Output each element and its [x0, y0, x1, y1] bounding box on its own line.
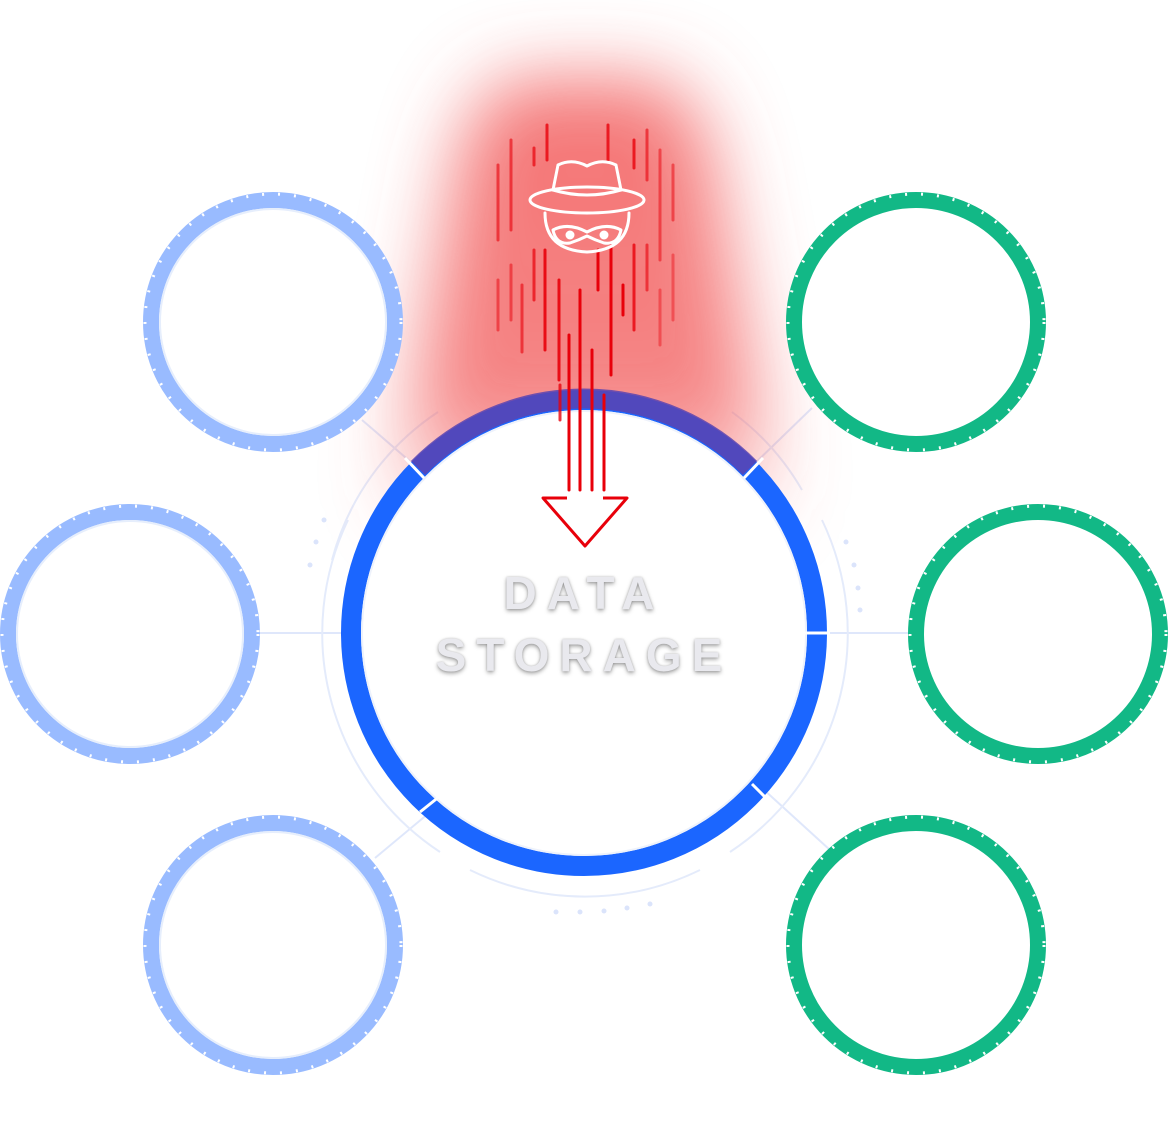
- right-nodes-ticks: [786, 192, 1168, 1075]
- left-nodes-ticks: [0, 192, 403, 1075]
- node-right-bottom[interactable]: [786, 815, 1046, 1075]
- orbit-dot: [553, 909, 559, 915]
- orbit-dot: [321, 517, 327, 523]
- ring-gap: [742, 456, 765, 480]
- node-left-bottom[interactable]: [143, 815, 403, 1075]
- hacker-face: [543, 211, 631, 254]
- hacker-eye-right: [599, 230, 609, 240]
- orbit-dot: [624, 905, 630, 911]
- orbit-dots: [307, 517, 863, 915]
- node-left-top-rim: [159, 208, 387, 436]
- central-storage-fill: [351, 400, 817, 866]
- ring-gap: [419, 794, 441, 814]
- right-nodes: [786, 192, 1168, 1075]
- orbit-dot: [601, 908, 607, 914]
- node-right-top[interactable]: [786, 192, 1046, 452]
- node-right-top-ticks: [786, 192, 1046, 452]
- node-left-middle-ticks: [0, 504, 260, 764]
- central-storage[interactable]: [341, 388, 830, 876]
- orbit-arc-left: [321, 519, 441, 853]
- central-ring-gaps: [403, 456, 830, 814]
- orbit-dot: [843, 539, 849, 545]
- orbit-dot: [307, 562, 313, 568]
- hacker-hat-crown: [551, 160, 623, 192]
- hacker-hat-band: [551, 188, 623, 197]
- central-storage-ring-top: [410, 388, 758, 476]
- orbit-dot: [851, 562, 857, 568]
- orbit-dot: [313, 539, 319, 545]
- node-left-middle-rim: [16, 520, 244, 748]
- data-stream: [496, 123, 675, 492]
- orbit-dot: [647, 901, 653, 907]
- ring-gap: [403, 456, 426, 480]
- orbit-dot: [577, 909, 583, 915]
- node-left-top-ticks: [143, 192, 403, 452]
- node-left-top[interactable]: [143, 192, 403, 452]
- hacker-spy-icon: [528, 160, 646, 254]
- orbit-arc-bottom: [469, 869, 701, 898]
- ring-gap: [750, 782, 773, 805]
- connector-right-bottom: [761, 787, 831, 851]
- hacker-eye-left: [565, 230, 575, 240]
- node-right-bottom-ticks: [786, 815, 1046, 1075]
- orbit-dot: [855, 585, 861, 591]
- node-left-bottom-ticks: [143, 815, 403, 1075]
- node-left-bottom-rim: [159, 831, 387, 1059]
- node-right-middle[interactable]: [908, 504, 1168, 764]
- hacker-mask: [551, 225, 623, 245]
- node-left-middle[interactable]: [0, 504, 260, 764]
- orbit-dot: [857, 607, 863, 613]
- left-nodes: [0, 192, 403, 1075]
- arrow-down-icon: [541, 496, 629, 548]
- hacker-hat-brim: [528, 185, 646, 215]
- orbit-arc-right: [729, 519, 849, 853]
- node-right-middle-ticks: [908, 504, 1168, 764]
- left-nodes-inner-rim: [16, 208, 387, 1059]
